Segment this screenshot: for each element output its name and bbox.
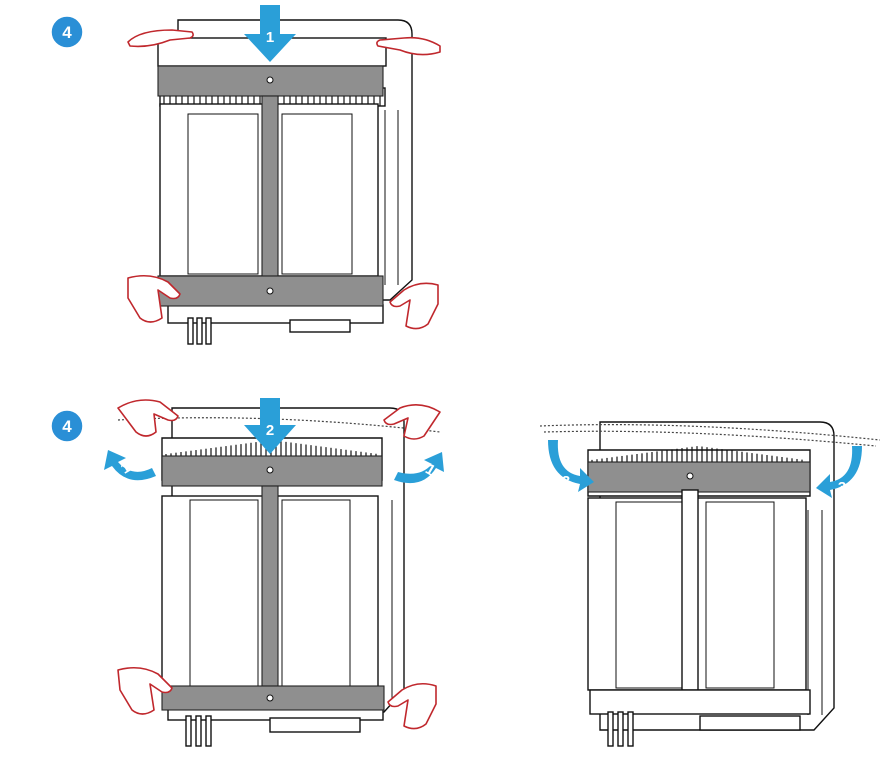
panel-a-down-arrow: 1 [244,5,296,62]
step-badge-top: 4 [50,15,84,49]
panel-b-hand-top-left [117,399,179,437]
panel-c-curved-arrow-left-number: 3 [562,473,570,490]
panel-c-top-bar [587,461,811,493]
step-badge-bottom: 4 [50,409,84,443]
panel-b-hand-bottom-left [117,666,173,715]
panel-b-down-arrow-number: 2 [266,422,274,439]
panel-b-down-arrow: 2 [244,398,296,454]
panel-b-curved-arrow-left-number: 1 [118,459,134,478]
panel-a-inverter [157,19,413,345]
panel-a-hand-top-right [376,36,441,56]
panel-a-vertical-bar [261,95,279,277]
panel-c-curved-arrow-left: 3 [548,440,594,492]
panel-a-hand-bottom-left [127,274,181,323]
panel-a-connectors [187,317,351,345]
panel-a-side-vents [384,110,399,285]
panel-a-down-arrow-number: 1 [266,29,274,46]
panel-b-connectors [185,715,361,747]
panel-b-curved-arrow-right-number: 1 [422,461,438,480]
step-badge-top-label: 4 [62,23,72,42]
panel-c-inverter [587,421,835,747]
step-badge-bottom-label: 4 [62,417,72,436]
panel-b-hand-bottom-right [387,682,437,730]
panel-a-hand-top-left [127,29,194,48]
panel-c-rope [539,424,880,441]
panel-b-hand-top-right [383,404,441,440]
panel-b-inverter [161,407,405,747]
panel-c-curved-arrow-right: 3 [816,446,862,498]
panel-a-hand-bottom-right [389,282,439,330]
panel-c-side-vents [807,510,823,715]
panel-c-connectors [607,711,801,747]
panel-b-curved-arrow-left: 1 [104,450,156,481]
panel-b-vertical-bar [261,485,279,687]
panel-c-curved-arrow-right-number: 3 [838,479,846,496]
